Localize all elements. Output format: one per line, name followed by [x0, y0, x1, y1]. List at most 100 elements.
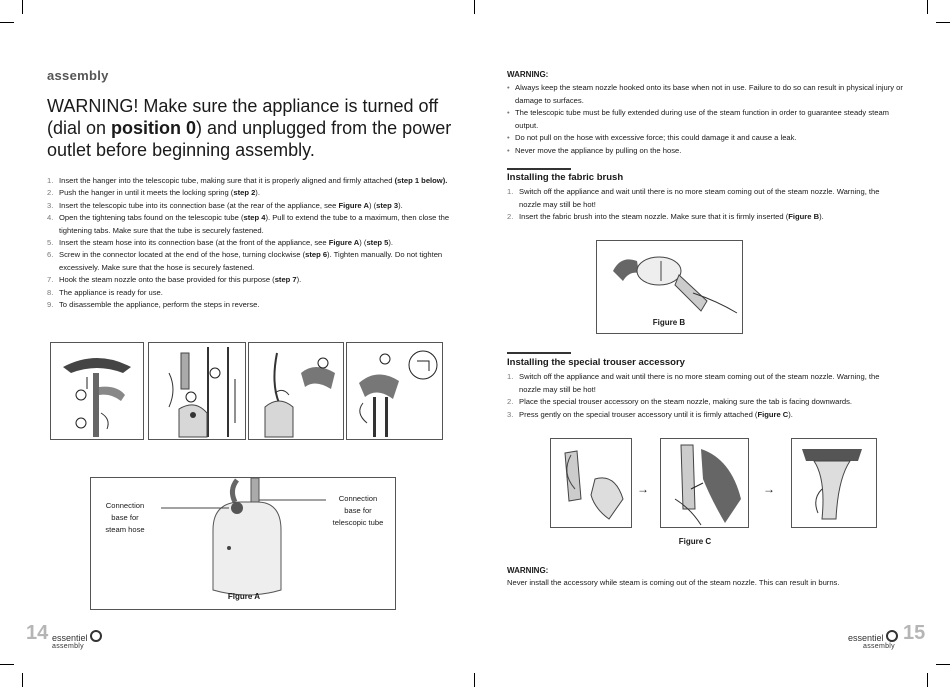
brand-logo: essentiel — [52, 630, 103, 643]
callout-line: Connection — [338, 494, 378, 503]
crop-mark — [936, 664, 950, 665]
assembly-step: 8. The appliance is ready for use. — [47, 287, 452, 299]
item-text: Switch off the appliance and wait until … — [519, 187, 880, 209]
trouser-steps: 1.Switch off the appliance and wait unti… — [507, 371, 903, 421]
brush-step: 1. Switch off the appliance and wait unti… — [507, 186, 903, 211]
item-text: The telescopic tube must be fully extend… — [515, 108, 890, 130]
crop-mark — [0, 22, 14, 23]
figure-b-caption: Figure B — [652, 318, 686, 327]
step-number: 5. — [47, 238, 54, 248]
item-text: Screw in the connector located at the en… — [59, 250, 443, 272]
item-text: Insert the telescopic tube into its conn… — [59, 200, 403, 210]
crop-mark — [22, 673, 23, 687]
crop-mark — [0, 664, 14, 665]
warning-bullet: • Always keep the steam nozzle hooked ont… — [507, 82, 903, 107]
item-text: Hook the steam nozzle onto the base prov… — [59, 275, 302, 285]
trouser-heading: Installing the special trouser accessory — [507, 357, 685, 368]
assembly-step: 9. To disassemble the appliance, perform … — [47, 299, 452, 311]
assembly-steps: 1.Insert the hanger into the telescopic … — [47, 175, 452, 311]
figure-c-step-1 — [550, 438, 632, 528]
footer-section: assembly — [863, 643, 895, 650]
trouser-accessory-illustration — [564, 450, 624, 520]
callout-line: base for — [111, 513, 139, 522]
assembly-warning: WARNING! Make sure the appliance is turn… — [47, 95, 452, 161]
warning-bullet: •Never move the appliance by pulling on … — [507, 145, 903, 158]
assembly-step: 2. Push the hanger in until it meets the … — [47, 187, 452, 199]
warning-text: WARNING! Make sure the appliance is turn… — [47, 96, 439, 138]
step-number: 2. — [47, 188, 54, 198]
figure-a-caption: Figure A — [227, 592, 261, 601]
section-title: assembly — [47, 68, 109, 83]
step-number: 2. — [507, 397, 514, 407]
brand-name: essentiel — [52, 633, 88, 643]
fabric-brush-illustration — [613, 256, 738, 314]
step-number: 1. — [507, 372, 514, 381]
callout-steam-hose-base: Connection base for steam hose — [96, 500, 154, 536]
figure-a — [90, 477, 396, 610]
warning-bullet: • Do not pull on the hose with excessive … — [507, 132, 903, 145]
item-text: Always keep the steam nozzle hooked onto… — [515, 83, 903, 105]
trouser-step: 3.Press gently on the special trouser ac… — [507, 409, 903, 422]
item-text: To disassemble the appliance, perform th… — [59, 300, 260, 310]
page-number: 14 — [26, 622, 49, 644]
hanger-illustration — [63, 358, 131, 437]
step-number: 1. — [507, 187, 514, 196]
bullet-icon: • — [507, 83, 510, 92]
warning-label: WARNING: — [507, 70, 549, 79]
brush-step: 2. Insert the fabric brush into the steam… — [507, 211, 903, 224]
item-text: Never move the appliance by pulling on t… — [515, 145, 682, 155]
item-text: Insert the steam hose into its connectio… — [59, 238, 394, 248]
step-number: 2. — [507, 212, 514, 222]
trouser-attached-illustration — [802, 449, 862, 520]
item-text: The appliance is ready for use. — [59, 287, 163, 297]
callout-line: base for — [344, 506, 372, 515]
step-number: 1. — [47, 176, 54, 185]
item-text: Press gently on the special trouser acce… — [519, 409, 793, 419]
warning-bullet: •The telescopic tube must be fully exten… — [507, 107, 903, 132]
warning-text: ) and unplugged from the power outlet be… — [47, 118, 452, 160]
footer-section: assembly — [52, 643, 84, 650]
crop-mark — [474, 673, 475, 687]
step-number: 9. — [47, 300, 54, 310]
section-rule — [507, 352, 571, 354]
item-text: Do not pull on the hose with excessive f… — [515, 133, 797, 143]
nozzle-trouser-illustration — [674, 444, 741, 526]
assembly-step: 6. Screw in the connector located at the … — [47, 249, 452, 274]
hose-illustration — [264, 352, 335, 438]
item-text: Insert the fabric brush into the steam n… — [519, 212, 824, 222]
trouser-step: 1.Switch off the appliance and wait unti… — [507, 371, 903, 396]
callout-line: telescopic tube — [332, 518, 384, 527]
callout-telescopic-tube-base: Connection base for telescopic tube — [324, 493, 392, 529]
assembly-step: 7.Hook the steam nozzle onto the base pr… — [47, 274, 452, 286]
item-text: Open the tightening tabs found on the te… — [59, 213, 450, 235]
brand-mark-icon — [886, 630, 899, 642]
figure-c-step-3 — [791, 438, 877, 528]
crop-mark — [927, 673, 928, 687]
step-figure-4 — [346, 342, 443, 440]
brand-mark-icon — [90, 630, 103, 642]
telescopic-tube-illustration — [168, 347, 236, 438]
crop-mark — [927, 0, 928, 14]
fabric-brush-heading: Installing the fabric brush — [507, 172, 624, 183]
step-number: 6. — [47, 250, 54, 260]
step-number: 4. — [47, 213, 54, 223]
left-page: assembly WARNING! Make sure the applianc… — [26, 68, 452, 650]
assembly-step: 4. Open the tightening tabs found on the … — [47, 212, 452, 237]
nozzle-hook-illustration — [359, 350, 438, 437]
bottom-warning-label: WARNING: — [507, 566, 549, 575]
step-figure-1 — [50, 342, 144, 440]
warning-bullets: • Always keep the steam nozzle hooked ont… — [507, 82, 903, 158]
item-text: Place the special trouser accessory on t… — [519, 397, 853, 407]
item-text: Push the hanger in until it meets the lo… — [59, 188, 260, 198]
bottom-warning-text: Never install the accessory while steam … — [507, 578, 840, 587]
arrow-icon: → — [763, 482, 775, 496]
figure-c-caption: Figure C — [678, 537, 712, 546]
callout-line: Connection — [105, 501, 145, 510]
section-rule — [507, 168, 571, 170]
appliance-base-illustration — [161, 478, 326, 596]
crop-mark — [474, 0, 475, 14]
callout-line: steam hose — [105, 525, 145, 534]
page-number: 15 — [903, 622, 926, 644]
bullet-icon: • — [507, 133, 510, 143]
step-number: 8. — [47, 287, 54, 297]
